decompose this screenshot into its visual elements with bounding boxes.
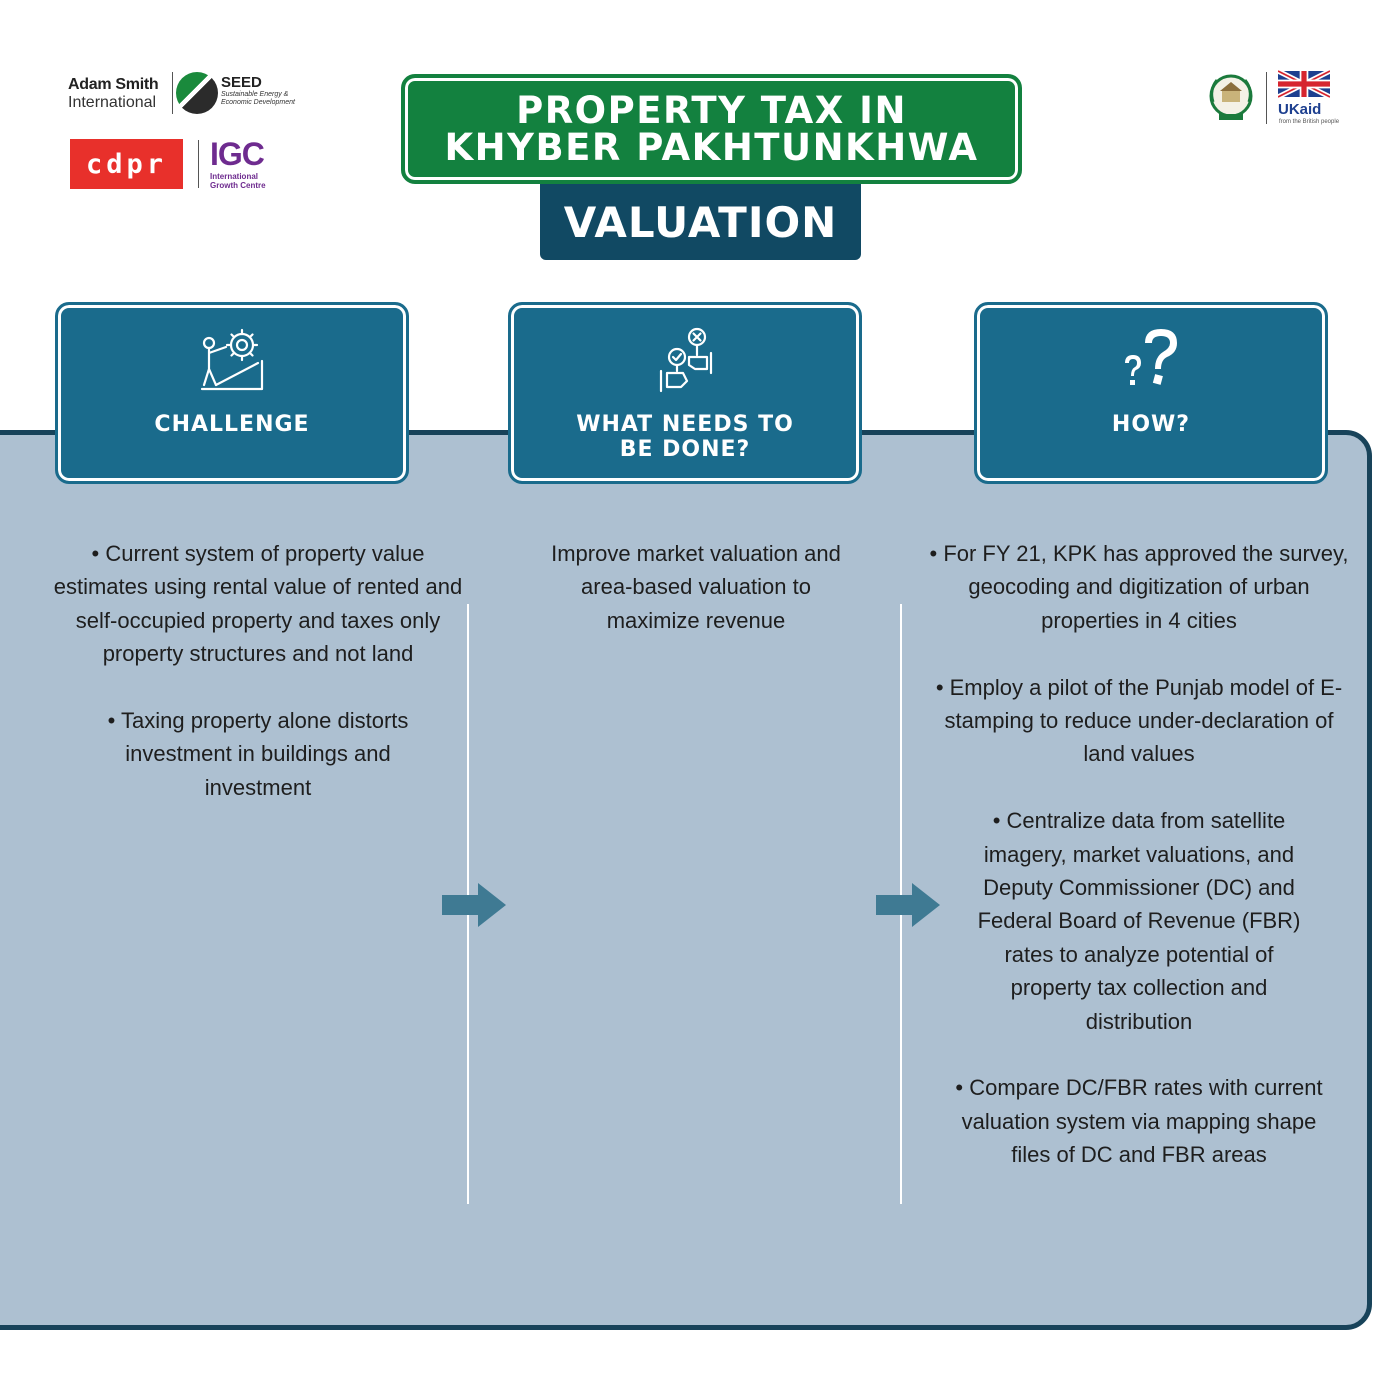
- asi-logo-line1: Adam Smith: [68, 76, 159, 93]
- cdpr-logo: cdpr: [70, 139, 183, 189]
- how-heading: HOW?: [977, 412, 1325, 438]
- adam-smith-logo: Adam Smith International: [68, 76, 168, 112]
- asi-logo-line2: International: [68, 94, 157, 111]
- list-item: • Centralize data from satellite imagery…: [977, 808, 1301, 1034]
- seed-logo: SEED Sustainable Energy & Economic Devel…: [221, 74, 303, 106]
- arrow-right-icon: [876, 883, 940, 927]
- list-item: Improve market valuation and area-based …: [551, 541, 841, 633]
- page-title: PROPERTY TAX IN KHYBER PAKHTUNKHWA: [401, 74, 1022, 184]
- list-item: • Employ a pilot of the Punjab model of …: [935, 674, 1343, 767]
- person-pushing-gear-icon: [200, 328, 264, 391]
- ukaid-tagline: from the British people: [1279, 119, 1340, 125]
- question-marks-icon: [1125, 329, 1177, 385]
- section-subtitle-text: VALUATION: [563, 197, 838, 247]
- what-needs-heading-line2: BE DONE?: [619, 436, 751, 462]
- seed-logo-icon: [176, 72, 218, 114]
- how-text: • For FY 21, KPK has approved the survey…: [925, 537, 1353, 1172]
- union-jack-icon: [1278, 70, 1330, 98]
- list-item: • Taxing property alone distorts investm…: [107, 708, 409, 800]
- hands-check-cross-icon: [659, 327, 713, 393]
- challenge-heading: CHALLENGE: [58, 412, 406, 438]
- page-title-line1: PROPERTY TAX IN: [516, 89, 907, 132]
- page-title-line2: KHYBER PAKHTUNKHWA: [444, 126, 979, 169]
- what-needs-text: Improve market valuation and area-based …: [536, 537, 856, 637]
- section-subtitle: VALUATION: [540, 184, 861, 260]
- what-needs-heading: WHAT NEEDS TO BE DONE?: [511, 412, 859, 462]
- ukaid-logo: UKaid: [1278, 101, 1322, 118]
- cdpr-logo-text: cdpr: [85, 148, 168, 180]
- content-panel: [0, 430, 1372, 1330]
- how-heading-line1: HOW?: [1111, 412, 1191, 437]
- kp-government-seal-icon: [1209, 74, 1253, 120]
- logo-divider: [1266, 72, 1267, 124]
- igc-logo-tagline: International Growth Centre: [210, 172, 266, 190]
- what-needs-heading-line1: WHAT NEEDS TO: [576, 412, 794, 437]
- list-item: • Compare DC/FBR rates with current valu…: [955, 1075, 1323, 1168]
- logo-divider: [172, 72, 173, 114]
- challenge-text: • Current system of property value estim…: [50, 537, 466, 804]
- igc-logo: IGC International Growth Centre: [210, 138, 280, 191]
- igc-logo-name: IGC: [210, 136, 265, 172]
- list-item: • For FY 21, KPK has approved the survey…: [929, 541, 1349, 633]
- arrow-right-icon: [442, 883, 506, 927]
- logo-divider: [198, 140, 199, 188]
- seed-logo-tagline: Sustainable Energy & Economic Developmen…: [221, 91, 295, 106]
- what-needs-card: WHAT NEEDS TO BE DONE?: [508, 302, 862, 484]
- list-item: • Current system of property value estim…: [53, 541, 463, 667]
- how-card: HOW?: [974, 302, 1328, 484]
- challenge-card: CHALLENGE: [55, 302, 409, 484]
- challenge-heading-line1: CHALLENGE: [154, 412, 310, 437]
- seed-logo-name: SEED: [221, 74, 262, 91]
